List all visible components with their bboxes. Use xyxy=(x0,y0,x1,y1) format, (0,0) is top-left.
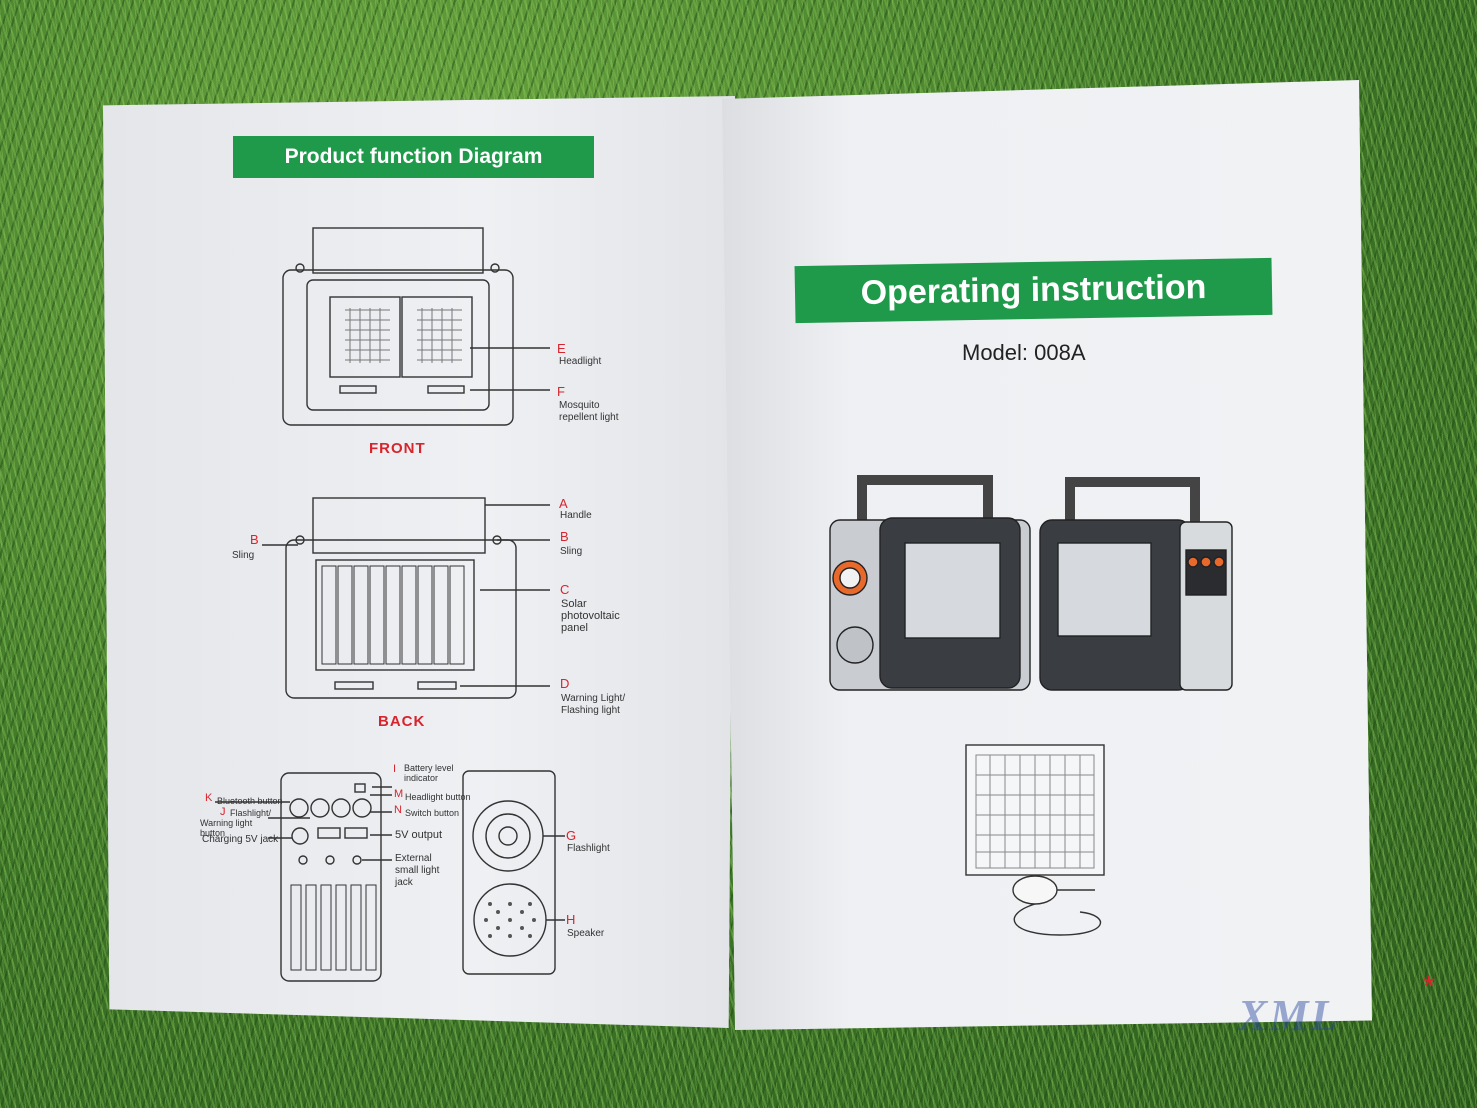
callout-letter-f: F xyxy=(557,384,565,399)
lantern-photo-left xyxy=(829,475,1031,691)
callout-letter-b-right: B xyxy=(560,529,569,544)
front-caption: FRONT xyxy=(369,440,426,457)
callout-warning-light: Warning Light/ Flashing light xyxy=(561,693,626,716)
callout-sling-left: Sling xyxy=(232,550,255,561)
callout-letter-h: H xyxy=(566,912,576,927)
back-caption: BACK xyxy=(378,713,426,730)
manual-left-page xyxy=(103,96,735,1028)
front-diagram xyxy=(282,227,550,426)
callout-letter-d: D xyxy=(560,676,570,691)
callout-letter-n: N xyxy=(394,804,402,816)
callout-battery-indicator: Battery level indicator xyxy=(404,763,454,783)
watermark-star-icon: * xyxy=(1423,970,1435,1003)
side-panel-flashlight-speaker xyxy=(462,770,565,975)
callout-headlight-button: Headlight button xyxy=(405,792,471,802)
callout-speaker: Speaker xyxy=(567,928,605,939)
callout-letter-j: J xyxy=(220,806,226,818)
callout-letter-c: C xyxy=(560,582,570,597)
callout-sling-right: Sling xyxy=(560,546,583,557)
callout-bluetooth-button: Bluetooth button xyxy=(217,796,283,806)
callout-letter-e: E xyxy=(557,341,566,356)
callout-handle: Handle xyxy=(560,510,592,521)
callout-flashlight-warning-button: Flashlight/ Warning light button xyxy=(200,808,272,838)
callout-flashlight: Flashlight xyxy=(567,843,610,854)
callout-letter-a: A xyxy=(559,496,568,511)
model-number: Model: 008A xyxy=(962,340,1086,365)
callout-external-light-jack: External small light jack xyxy=(395,853,440,888)
side-panel-controls xyxy=(215,772,392,982)
watermark-logo: XML xyxy=(1238,991,1340,1040)
callout-headlight: Headlight xyxy=(559,356,602,367)
callout-letter-i: I xyxy=(393,763,397,775)
callout-5v-output: 5V output xyxy=(395,829,443,841)
callout-letter-m: M xyxy=(394,788,404,800)
callout-letter-b-left: B xyxy=(250,532,259,547)
product-function-banner: Product function Diagram xyxy=(233,136,594,178)
callout-switch-button: Switch button xyxy=(405,808,460,818)
callout-charging-jack: Charging 5V jack xyxy=(202,834,279,845)
lantern-photo-right xyxy=(1039,477,1233,691)
callout-mosquito-light: Mosquito repellent light xyxy=(559,400,619,423)
callout-solar-panel: Solar photovoltaic panel xyxy=(561,598,620,634)
back-diagram xyxy=(262,497,550,699)
solar-panel-photo xyxy=(965,744,1105,936)
callout-letter-g: G xyxy=(566,828,577,843)
callout-letter-k: K xyxy=(205,792,213,804)
